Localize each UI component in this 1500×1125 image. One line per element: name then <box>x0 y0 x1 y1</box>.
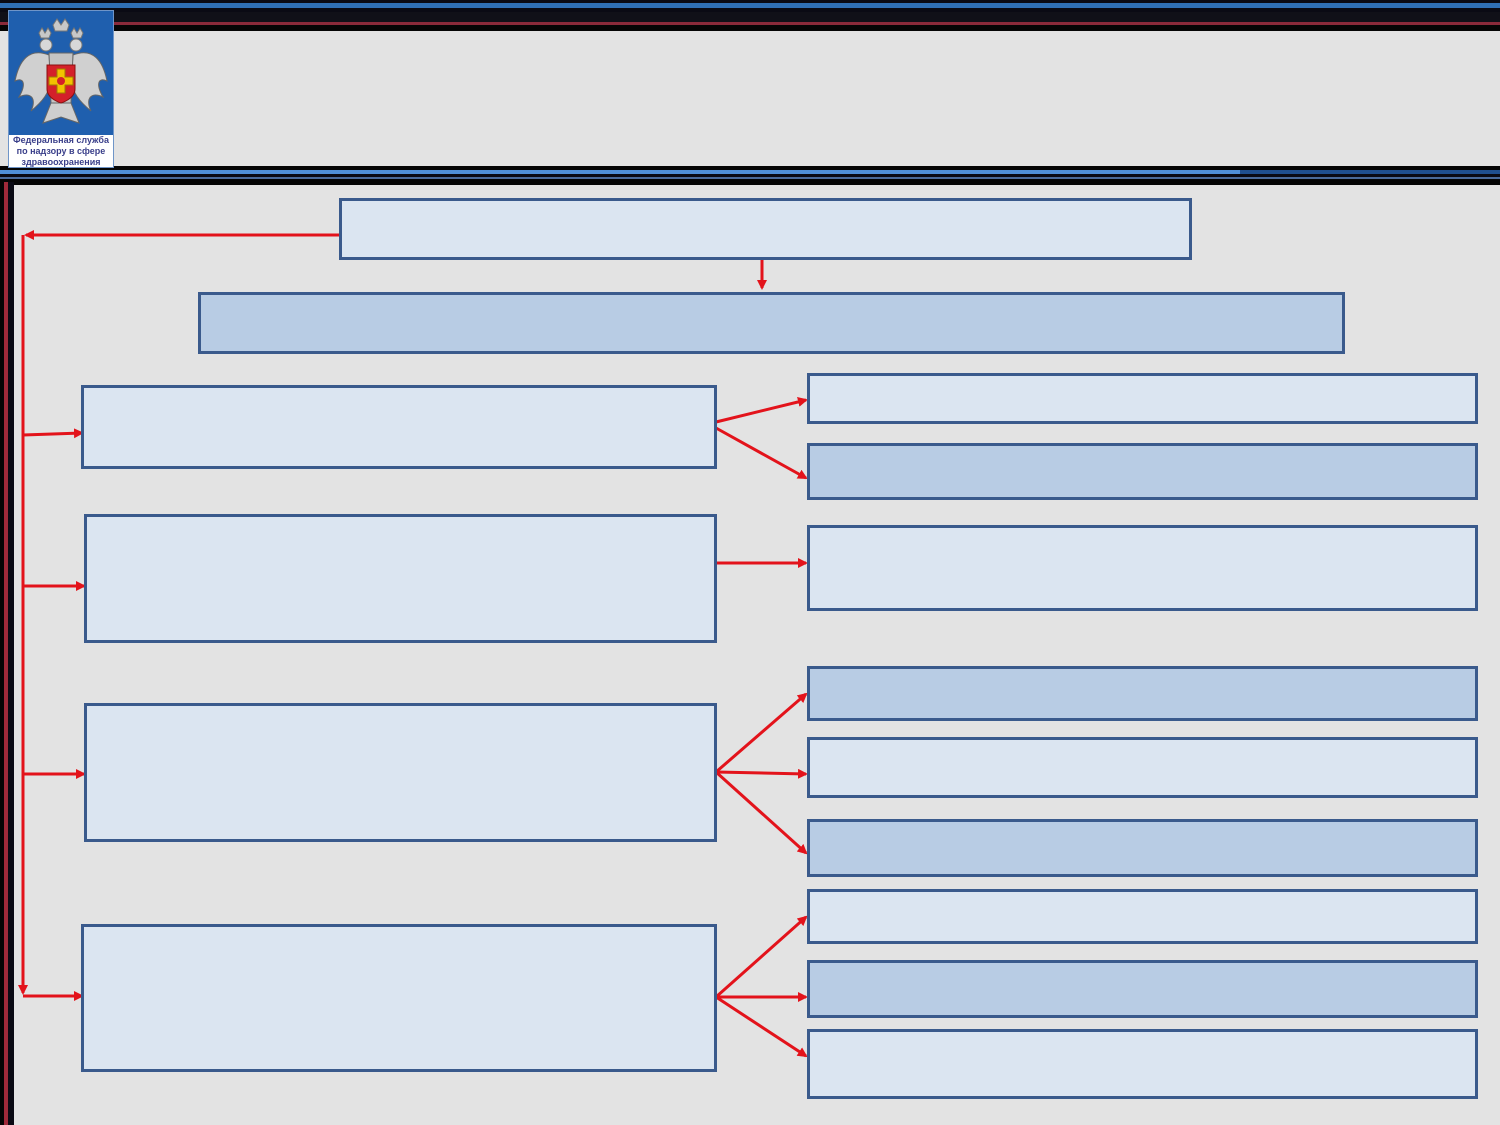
box-right-3c <box>807 819 1478 877</box>
logo-caption-line: Федеральная служба <box>12 135 110 145</box>
box-right-3b <box>807 737 1478 798</box>
connector-left-3-to-right-3c <box>714 770 808 855</box>
connector-left-3-to-right-3b <box>715 768 808 779</box>
box-left-2 <box>84 514 717 643</box>
box-right-3a <box>807 666 1478 721</box>
connector-left-4-to-right-4c <box>715 995 808 1058</box>
connector-to-left-1 <box>22 428 84 439</box>
connector-left-1-to-right-1b <box>715 426 808 480</box>
double-headed-eagle-icon <box>14 18 108 124</box>
connector-left-1-to-right-1a <box>715 397 808 424</box>
box-right-4a <box>807 889 1478 944</box>
box-right-4b <box>807 960 1478 1018</box>
box-right-2a <box>807 525 1478 611</box>
box-left-1 <box>81 385 717 469</box>
connector-left-3-to-right-3a <box>715 692 808 774</box>
logo-caption-line: здравоохранения <box>21 157 101 167</box>
box-left-4 <box>81 924 717 1072</box>
box-right-1a <box>807 373 1478 424</box>
box-top <box>339 198 1192 260</box>
connector-left-4-to-right-4a <box>715 915 808 999</box>
box-right-1b <box>807 443 1478 500</box>
logo-caption-line: по надзору в сфере <box>16 146 106 156</box>
box-right-4c <box>807 1029 1478 1099</box>
logo-caption: Федеральная служба по надзору в сфере зд… <box>9 135 113 167</box>
roszdravnadzor-logo: Федеральная служба по надзору в сфере зд… <box>8 10 114 168</box>
box-left-3 <box>84 703 717 842</box>
box-second <box>198 292 1345 354</box>
